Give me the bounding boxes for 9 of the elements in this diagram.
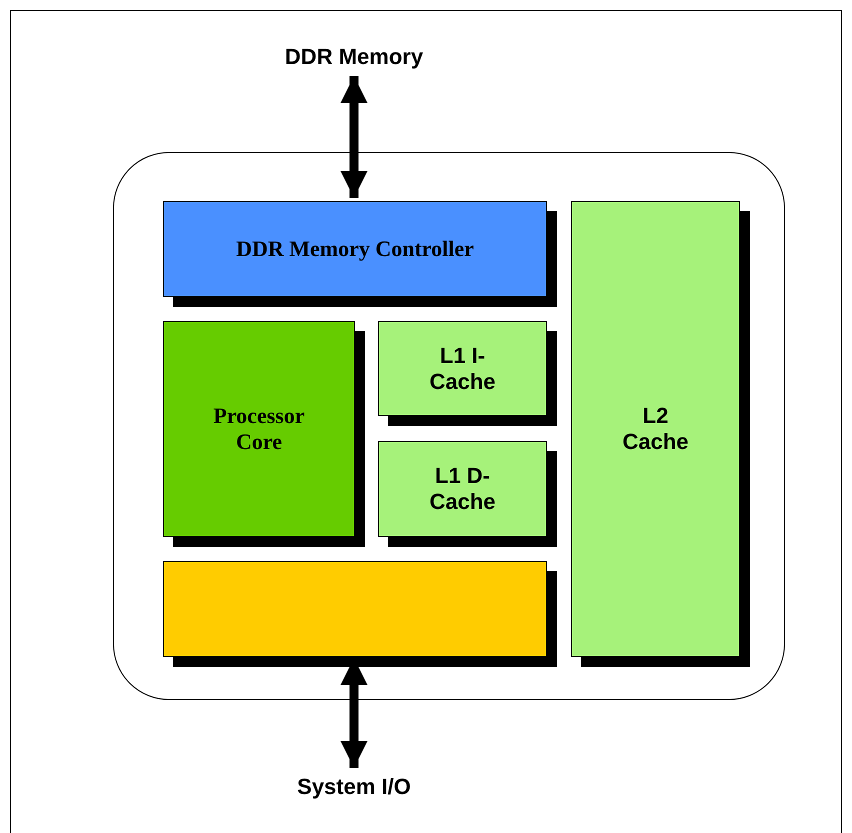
double-arrow [340,76,368,198]
chip-outline [113,152,785,700]
block-label: DDR Memory Controller [236,236,474,262]
interface-label: System I/O [254,770,454,804]
block-label: L2 Cache [621,403,690,455]
block-label: Processor Core [212,403,306,455]
block-label: L1 D-Cache [428,463,497,515]
interface-label: DDR Memory [254,40,454,74]
block-label: L1 I-Cache [428,342,497,394]
